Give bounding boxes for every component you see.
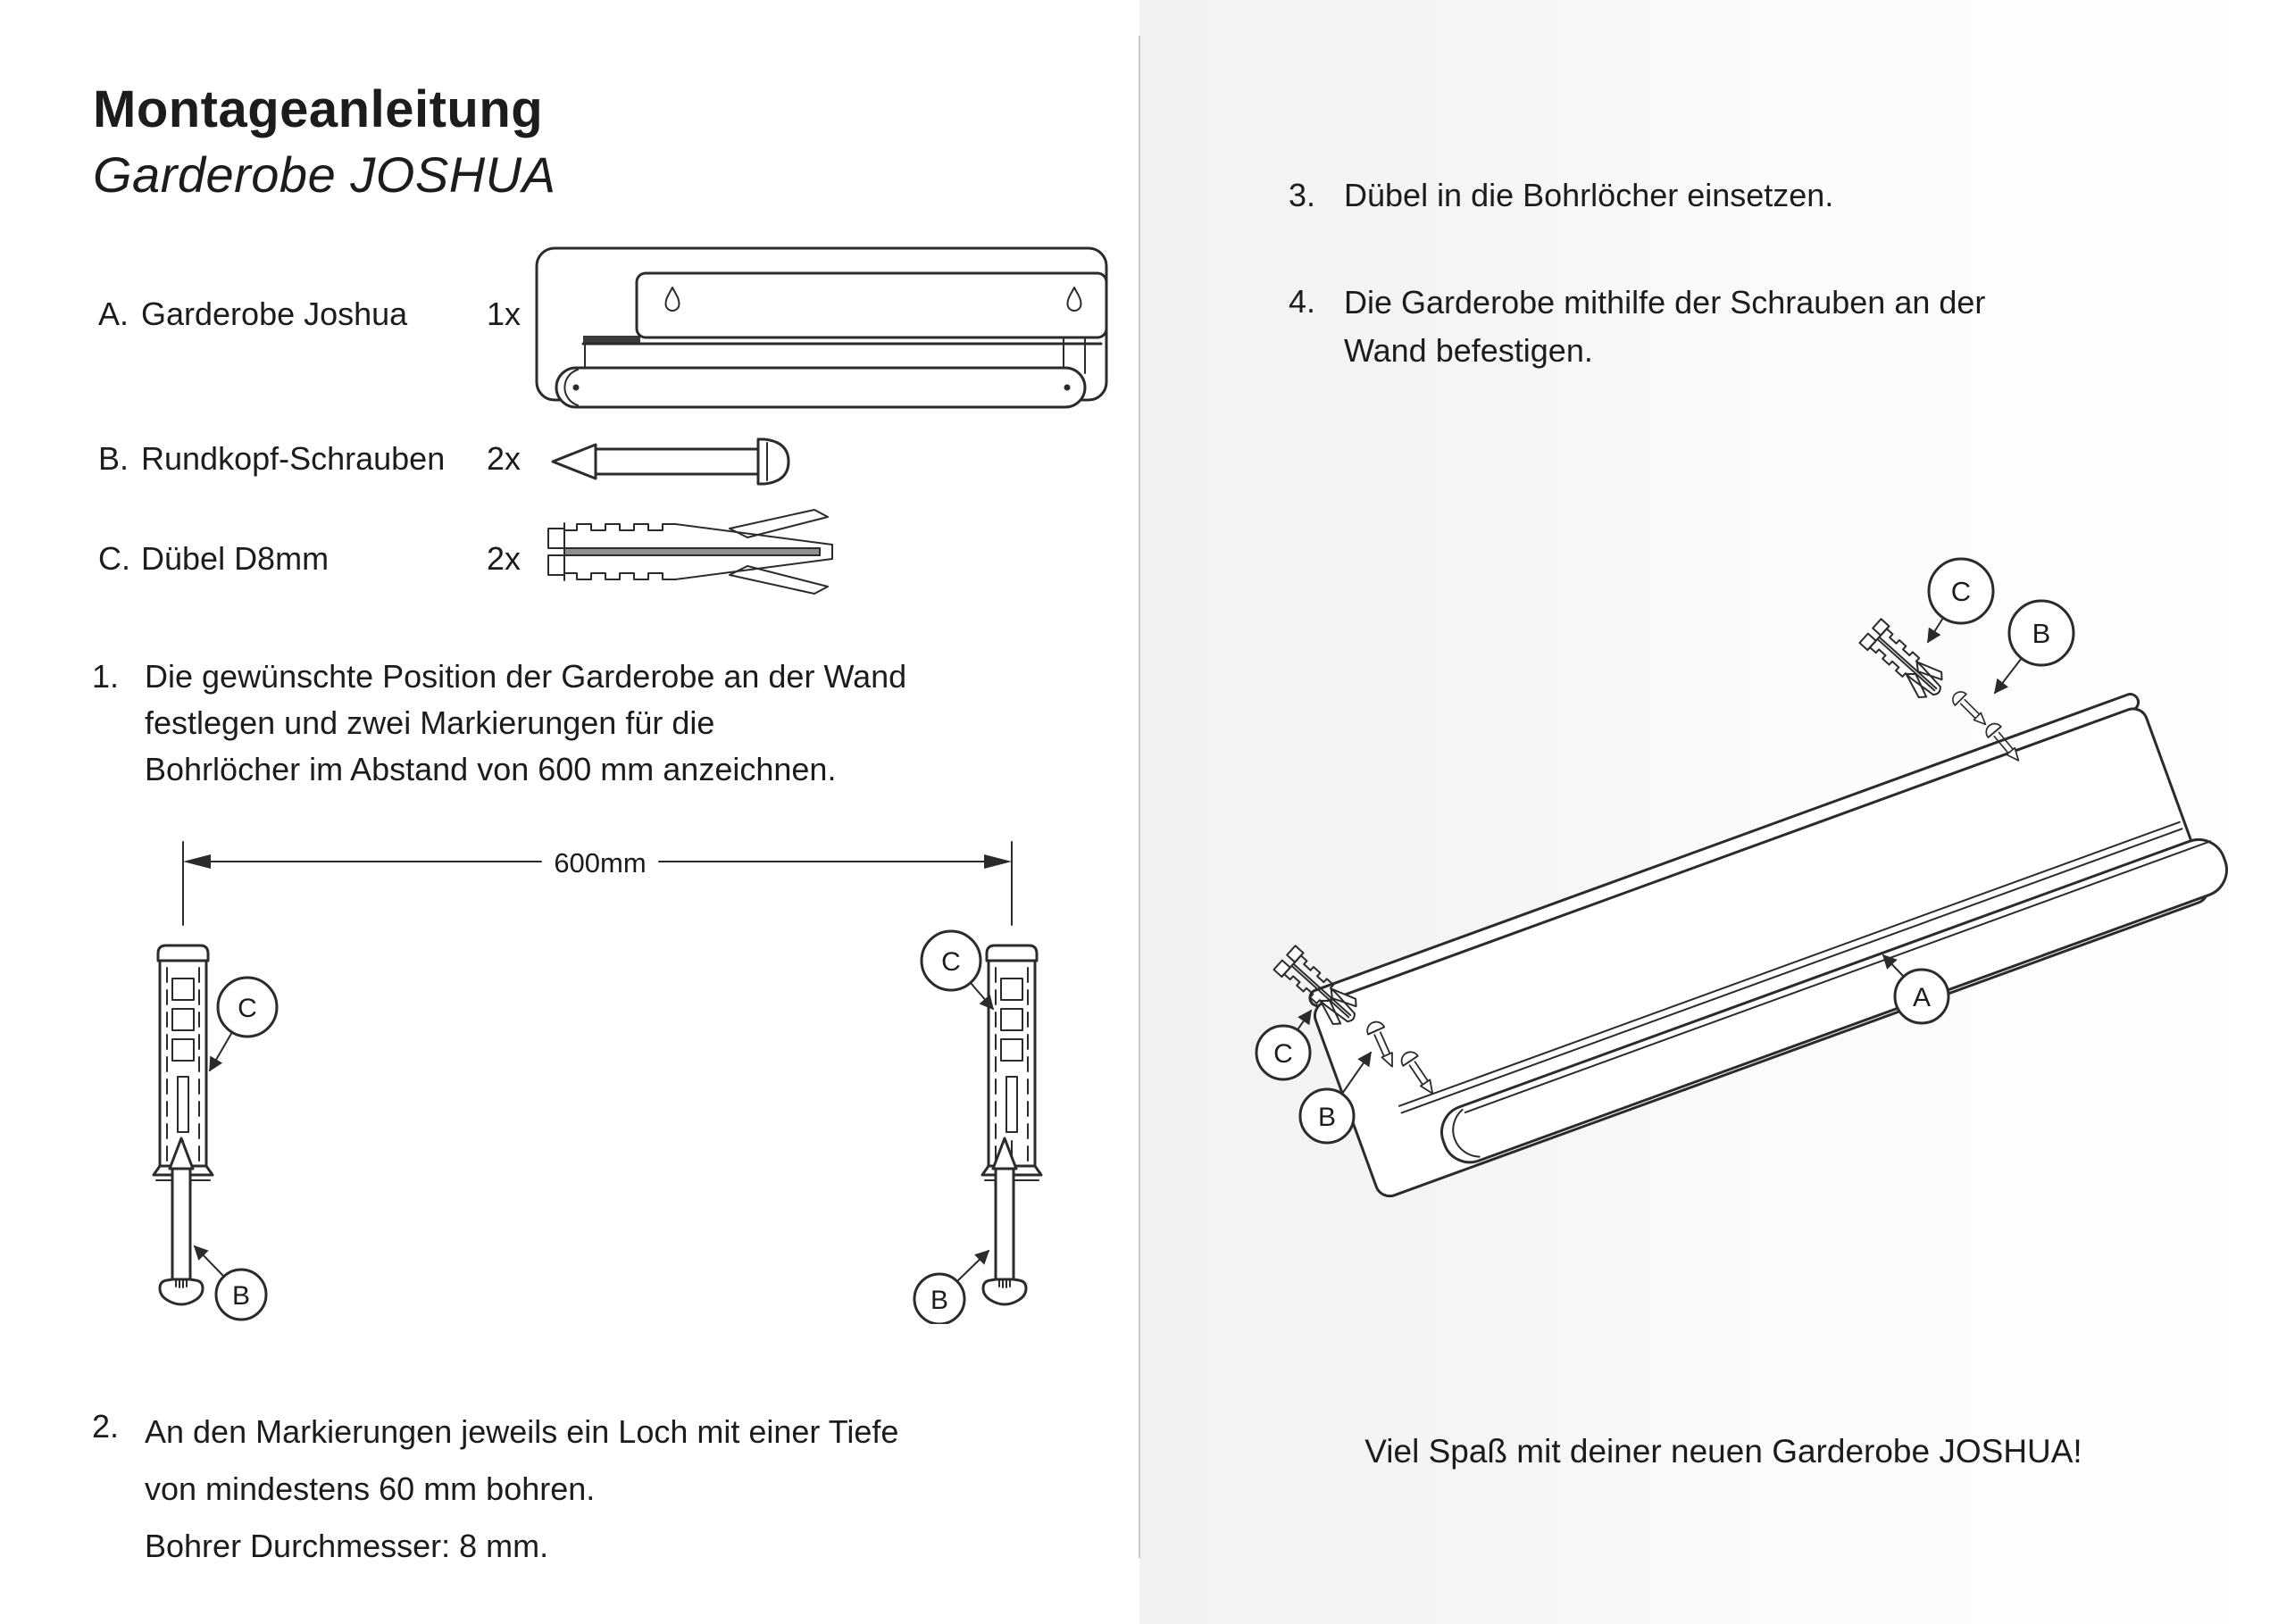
step-1: 1. Die gewünschte Position der Garderobe… (92, 654, 906, 793)
callout-b-left-exploded: B (1318, 1103, 1336, 1132)
part-c-qty: 2x (487, 540, 522, 577)
callout-b-left: B (232, 1281, 250, 1311)
callout-b-right: B (930, 1286, 948, 1315)
dowel-drawing (547, 509, 833, 595)
page-divider-line (1139, 36, 1140, 1558)
step-4-number: 4. (1289, 283, 1316, 320)
step-1-line: Die gewünschte Position der Garderobe an… (145, 658, 907, 695)
step-4: 4. Die Garderobe mithilfe der Schrauben … (1289, 279, 1985, 375)
dimension-arrow-left (183, 854, 211, 869)
step-1-line: festlegen und zwei Markierungen für die (145, 704, 715, 741)
part-a-name: Garderobe Joshua (141, 296, 408, 332)
coat-rack-front-drawing (535, 246, 1108, 409)
exploded-assembly-drawing: C B C B A (1255, 557, 2228, 1198)
callout-c-top: C (1951, 576, 1971, 607)
part-a-qty: 1x (487, 296, 522, 332)
step-2-number: 2. (92, 1408, 120, 1445)
dimension-extension-lines (182, 841, 1013, 926)
callout-c-right: C (941, 947, 961, 977)
step-4-line: Die Garderobe mithilfe der Schrauben an … (1344, 284, 1986, 321)
coat-rack-board (1308, 693, 2228, 1198)
part-c-name: Dübel D8mm (141, 540, 330, 577)
part-b-letter: B. (98, 440, 129, 477)
dowel-right (980, 944, 1043, 1182)
screw-drawing (551, 437, 790, 486)
part-row-b: B. Rundkopf-Schrauben (98, 439, 445, 479)
callout-a: A (1913, 983, 1931, 1012)
step-1-line: Bohrlöcher im Abstand von 600 mm anzeich… (145, 751, 837, 787)
part-b-qty: 2x (487, 440, 522, 477)
callout-c-left-exploded: C (1273, 1039, 1293, 1069)
exploded-dowel-top (1857, 617, 1951, 706)
step-3-line: Dübel in die Bohrlöcher einsetzen. (1344, 177, 1834, 213)
step-2-line: An den Markierungen jeweils ein Loch mit… (145, 1413, 899, 1450)
page-title: Montageanleitung (93, 80, 544, 138)
step-2-line: Bohrer Durchmesser: 8 mm. (145, 1528, 549, 1564)
exploded-screw-top (1948, 687, 1992, 731)
step-4-line: Wand befestigen. (1344, 332, 1593, 369)
step-2-line: von mindestens 60 mm bohren. (145, 1470, 596, 1507)
part-c-letter: C. (98, 540, 130, 577)
page-subtitle: Garderobe JOSHUA (93, 146, 556, 203)
callout-c-left: C (238, 994, 257, 1023)
callout-b-top: B (2032, 618, 2051, 649)
dimension-label: 600mm (554, 847, 646, 879)
dimension-arrow-right (984, 854, 1012, 869)
drill-position-diagram: 600mm C C B B (152, 841, 1043, 1324)
part-row-a: A. Garderobe Joshua (98, 295, 407, 334)
closing-message: Viel Spaß mit deiner neuen Garderobe JOS… (1364, 1433, 2082, 1470)
step-3: 3. Dübel in die Bohrlöcher einsetzen. (1289, 172, 1833, 219)
step-3-number: 3. (1289, 177, 1316, 213)
part-a-letter: A. (98, 296, 129, 332)
step-1-number: 1. (92, 658, 120, 695)
part-b-name: Rundkopf-Schrauben (141, 440, 446, 477)
step-2: 2. An den Markierungen jeweils ein Loch … (92, 1403, 898, 1575)
part-row-c: C. Dübel D8mm (98, 539, 329, 579)
